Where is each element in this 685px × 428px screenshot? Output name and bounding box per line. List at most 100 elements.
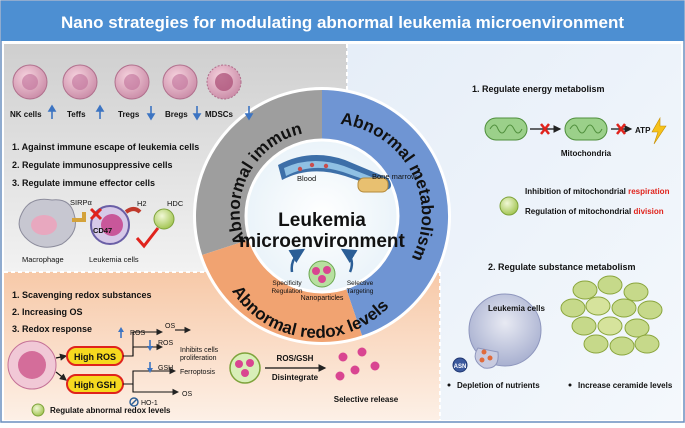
down-arrow-icon [192, 106, 202, 121]
leukemia-cell-vesicle-icon [468, 293, 542, 369]
label-specificity: Specificity [272, 280, 302, 287]
mitochondria-icon [484, 117, 528, 141]
tregs-label: Tregs [118, 110, 140, 119]
redox-point-2: 2. Increasing OS [12, 307, 83, 317]
center-title-line2: microenvironment [239, 231, 405, 252]
hdc-nanoparticle [153, 208, 175, 230]
label-blood: Blood [297, 174, 316, 183]
lightning-icon [651, 116, 667, 145]
teffs-label: Teffs [67, 110, 86, 119]
down-arrow-icon [147, 362, 153, 373]
bullet-icon [447, 383, 451, 387]
ceramide-cluster-icon [560, 275, 663, 356]
immune-cells-row [12, 64, 242, 100]
breg-cell-icon [162, 64, 198, 100]
nanoparticle-icon [499, 196, 519, 216]
high-gsh-label: High GSH [74, 380, 116, 390]
sirpa-label: SIRPα [70, 198, 93, 207]
down-arrow-icon [146, 106, 156, 121]
targeting-arrow [340, 248, 358, 273]
down-arrow-icon [147, 340, 153, 351]
immunity-point-3: 3. Regulate immune effector cells [12, 178, 155, 188]
up-arrow-icon [118, 327, 124, 338]
label-nanoparticles: Nanoparticles [301, 295, 344, 302]
nanoparticle-icon [308, 260, 336, 288]
label-targeting: Targeting [347, 288, 374, 295]
ceramide-label: Increase ceramide levels [578, 381, 673, 390]
inhibits-line1: Inhibits cells [180, 347, 219, 354]
inhibits-line2: proliferation [180, 355, 217, 362]
disintegrate-label: Disintegrate [272, 373, 319, 382]
ros-up-label: ROS [130, 330, 146, 337]
label-regulation: Regulation [271, 288, 302, 295]
immune-trend-arrows [47, 104, 254, 121]
sirpa-receptor [72, 212, 86, 222]
redox-branch-lines [123, 326, 192, 396]
immunity-point-1: 1. Against immune escape of leukemia cel… [12, 142, 199, 152]
regulation-division: Regulation of mitochondrial division [525, 207, 664, 216]
block-x-icon [616, 123, 626, 135]
inhibition-respiration: Inhibition of mitochondrial respiration [525, 187, 670, 196]
blood-vessel-illustration [278, 155, 392, 193]
os-label-1: OS [165, 323, 175, 330]
check-icon [135, 227, 160, 249]
block-x-icon [540, 123, 550, 135]
os-label-2: OS [182, 391, 192, 398]
nanoparticle-icon [31, 403, 45, 417]
title-bar [1, 1, 684, 41]
asn-enzyme-icon [452, 357, 468, 373]
nk-cells-label: NK cells [10, 110, 42, 119]
mitochondria-icon [564, 117, 608, 141]
atp-label: ATP [635, 126, 651, 135]
up-arrow-icon [95, 104, 105, 119]
down-arrow-icon [244, 106, 254, 121]
macrophage-icon [18, 198, 76, 248]
h2-label: H2 [137, 199, 147, 208]
mdsc-cell-icon [206, 64, 242, 100]
label-bone-marrow: Bone marrow [372, 172, 417, 181]
ho1-label: HO-1 [141, 400, 158, 407]
specificity-arrow [288, 248, 306, 273]
leukemia-cell-icon [90, 205, 130, 245]
bullet-icon [568, 383, 572, 387]
treg-cell-icon [114, 64, 150, 100]
macrophage-label: Macrophage [22, 255, 64, 264]
bregs-label: Bregs [165, 110, 188, 119]
block-x-icon [89, 207, 103, 221]
label-selective: Selective [347, 280, 374, 287]
figure-title: Nano strategies for modulating abnormal … [61, 13, 624, 32]
redox-point-1: 1. Scavenging redox substances [12, 290, 152, 300]
metabolism-substance-title: 2. Regulate substance metabolism [488, 262, 636, 272]
leukemia-cells-label: Leukemia cells [89, 255, 139, 264]
mitochondria-label: Mitochondria [561, 149, 612, 158]
immunity-point-2: 2. Regulate immunosuppressive cells [12, 160, 173, 170]
redox-point-3: 3. Redox response [12, 324, 92, 334]
mitochondria-row [484, 117, 608, 141]
released-drug-icon [335, 347, 380, 381]
leukemia-cells-label-metabolism: Leukemia cells [488, 304, 545, 313]
nk-cell-icon [12, 64, 48, 100]
h2-receptor [124, 207, 142, 214]
regulate-redox-label: Regulate abnormal redox levels [50, 406, 171, 415]
gsh-label: GSH [158, 365, 173, 372]
selective-release-label: Selective release [334, 395, 399, 404]
high-ros-label: High ROS [74, 352, 116, 362]
leukemia-cell-icon-redox [7, 340, 57, 390]
teff-cell-icon [62, 64, 98, 100]
inhibit-icon [129, 397, 139, 407]
mdscs-label: MDSCs [205, 110, 234, 119]
hdc-label: HDC [167, 199, 184, 208]
ros-gsh-label: ROS/GSH [277, 354, 314, 363]
asn-label: ASN [454, 364, 467, 370]
nanoparticle-release-icon [229, 352, 261, 384]
ferroptosis-label: Ferroptosis [180, 369, 216, 376]
cd47-label: CD47 [93, 226, 112, 235]
metabolism-energy-title: 1. Regulate energy metabolism [472, 84, 605, 94]
ros-down-label: ROS [158, 340, 174, 347]
depletion-label: Depletion of nutrients [457, 381, 540, 390]
up-arrow-icon [47, 104, 57, 119]
center-title-line1: Leukemia [278, 210, 366, 231]
redox-ring-segment [202, 230, 362, 343]
